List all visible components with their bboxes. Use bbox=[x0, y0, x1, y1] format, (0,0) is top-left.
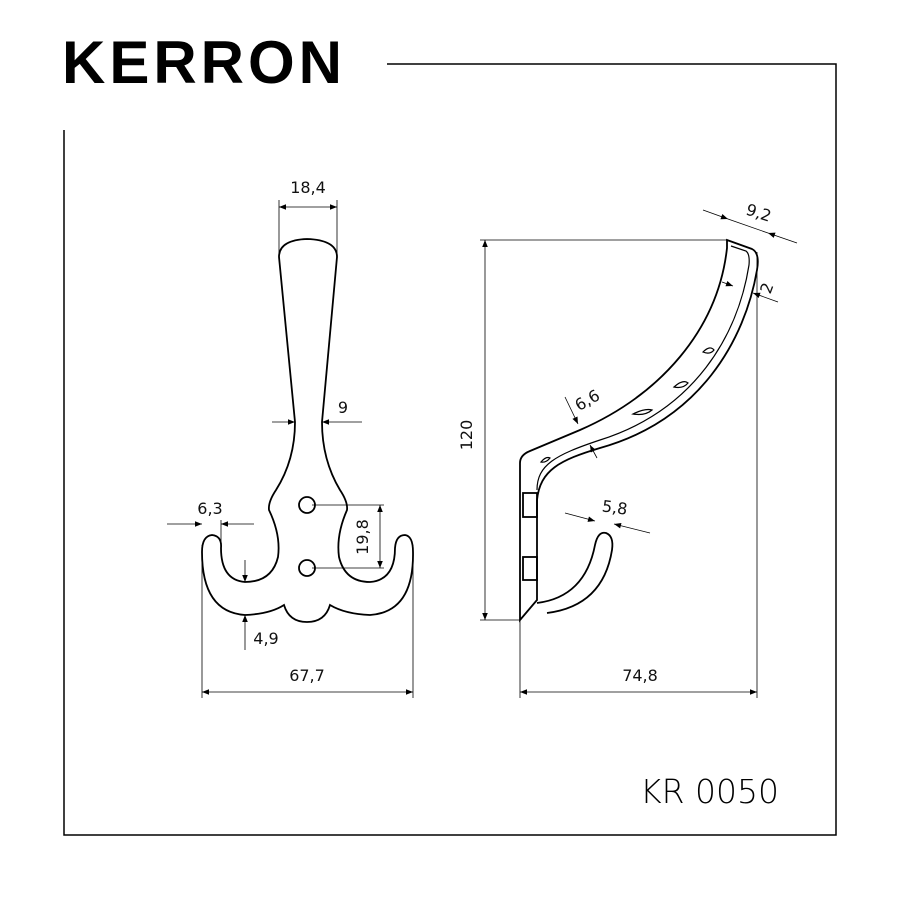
dim-overall-width: 67,7 bbox=[289, 666, 325, 685]
lower-hook bbox=[536, 531, 614, 614]
side-hook-inner-line bbox=[536, 245, 750, 491]
side-view bbox=[519, 238, 759, 623]
model-code: KR 0050 bbox=[640, 772, 780, 811]
side-dimension-lines bbox=[480, 209, 798, 698]
dim-hook-width: 6,3 bbox=[197, 499, 222, 518]
notch-top bbox=[522, 492, 538, 518]
drawing-frame bbox=[63, 63, 837, 836]
rib-4 bbox=[539, 456, 551, 463]
dim-head-width: 18,4 bbox=[290, 178, 326, 197]
dim-height: 120 bbox=[457, 420, 476, 451]
front-hook-outline bbox=[201, 238, 414, 623]
rib-2 bbox=[672, 381, 689, 389]
dim-tip-width: 9,2 bbox=[744, 200, 774, 226]
notch-bottom bbox=[522, 556, 538, 581]
front-dimension-lines bbox=[167, 200, 414, 698]
dim-neck-width: 9 bbox=[338, 398, 348, 417]
brand-logo: KERRON bbox=[62, 29, 347, 96]
dim-hole-spacing: 19,8 bbox=[353, 519, 372, 555]
dim-lower-hook-thickness: 5,8 bbox=[601, 496, 629, 518]
dim-base-thickness: 4,9 bbox=[253, 629, 278, 648]
side-hook-outline bbox=[519, 238, 759, 623]
front-view bbox=[201, 238, 414, 623]
dim-wall-thickness: 2 bbox=[756, 280, 777, 296]
dim-depth: 74,8 bbox=[622, 666, 658, 685]
dim-arm-thickness: 6,6 bbox=[571, 386, 603, 415]
rib-1 bbox=[701, 347, 715, 354]
rib-3 bbox=[631, 408, 654, 416]
